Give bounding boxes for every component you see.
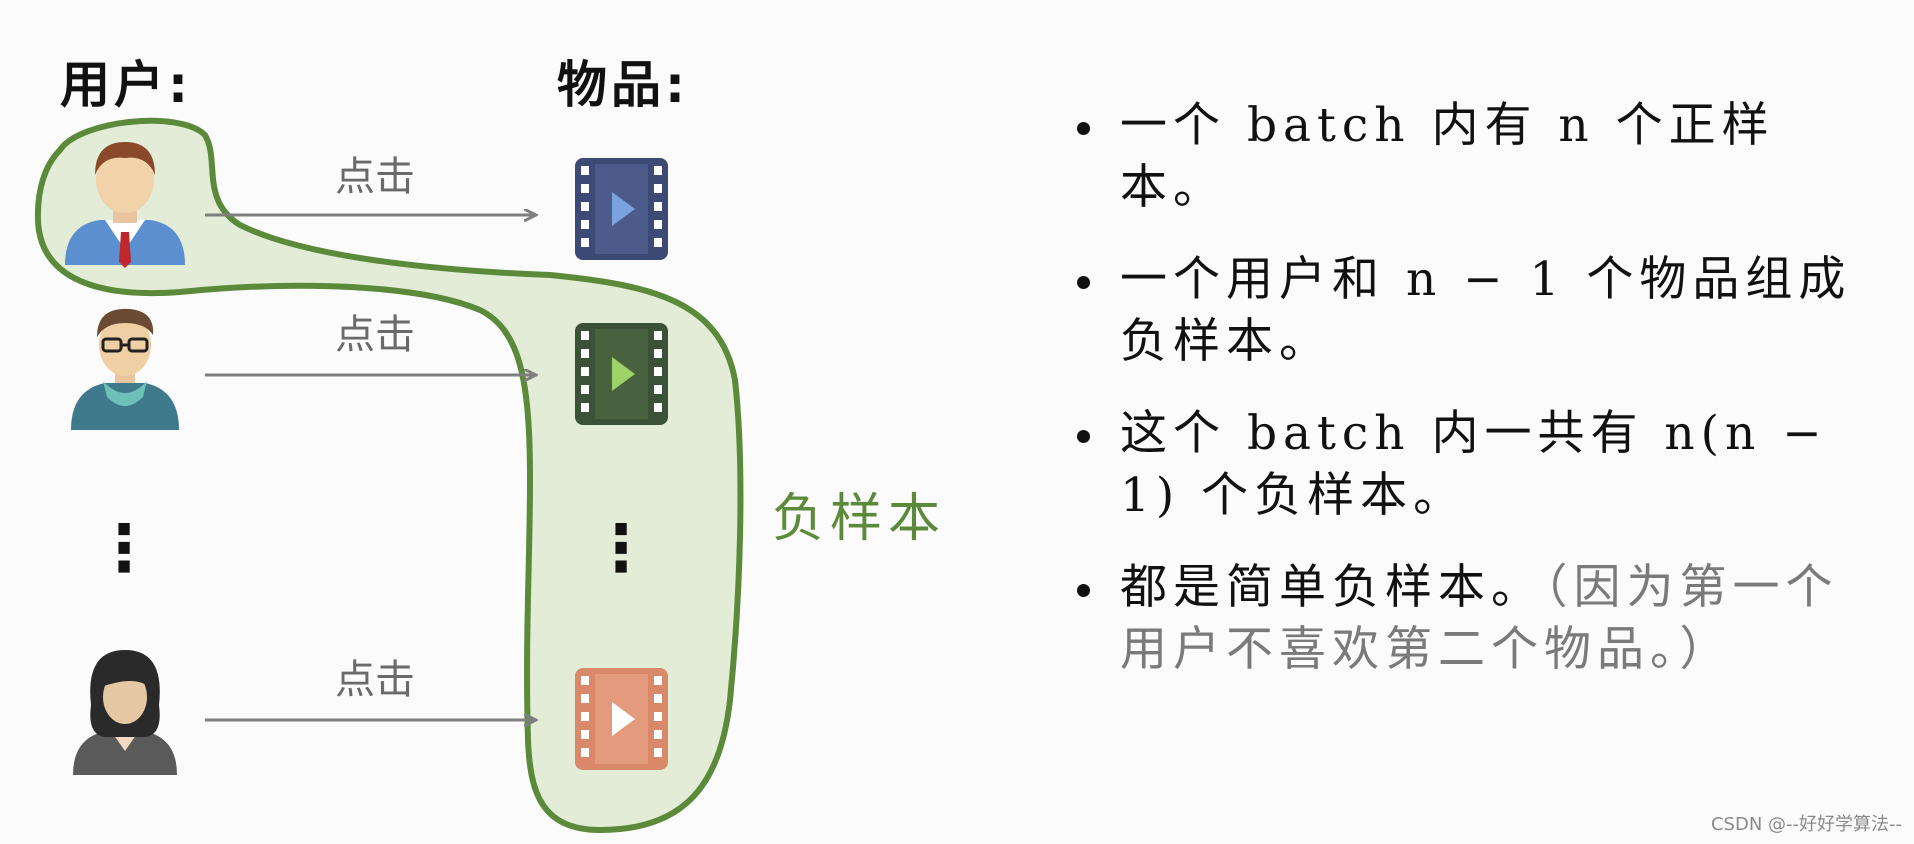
negative-region <box>34 117 744 834</box>
items-ellipsis: ⋮ <box>589 512 653 586</box>
bullet-negative-count: 这个 batch 内一共有 n(n − 1) 个负样本。 <box>1075 403 1875 527</box>
sampling-diagram: 点击 点击 点击 ⋮ ⋮ 负样本 <box>34 117 946 834</box>
users-ellipsis: ⋮ <box>92 512 156 586</box>
video-icon-green <box>575 323 668 425</box>
click-label-2: 点击 <box>335 312 415 358</box>
bullet-dot <box>1077 584 1090 597</box>
bullet-positive-samples: 一个 batch 内有 n 个正样本。 <box>1075 95 1875 219</box>
bullet-easy-negatives: 都是简单负样本。（因为第一个用户不喜欢第二个物品。） <box>1075 557 1875 681</box>
bullet-dot <box>1077 122 1090 135</box>
users-header: 用户: <box>60 56 192 114</box>
items-header: 物品: <box>557 56 689 114</box>
bullet-note: （因为第一个用户不喜欢第二个物品。） <box>1120 560 1839 677</box>
user-avatar-man <box>65 142 185 268</box>
video-icon-blue <box>575 158 668 260</box>
bullet-dot <box>1077 430 1090 443</box>
user-avatar-glasses <box>71 308 179 430</box>
bullet-dot <box>1077 276 1090 289</box>
watermark: CSDN @--好好学算法-- <box>1710 814 1902 835</box>
bullet-list: 一个 batch 内有 n 个正样本。 一个用户和 n − 1 个物品组成负样本… <box>1075 95 1875 711</box>
click-label-1: 点击 <box>335 154 415 200</box>
bullet-negative-pairs: 一个用户和 n − 1 个物品组成负样本。 <box>1075 249 1875 373</box>
click-label-3: 点击 <box>335 657 415 703</box>
negative-sample-label: 负样本 <box>772 489 946 549</box>
video-icon-orange <box>575 668 668 770</box>
user-avatar-woman <box>73 650 177 775</box>
